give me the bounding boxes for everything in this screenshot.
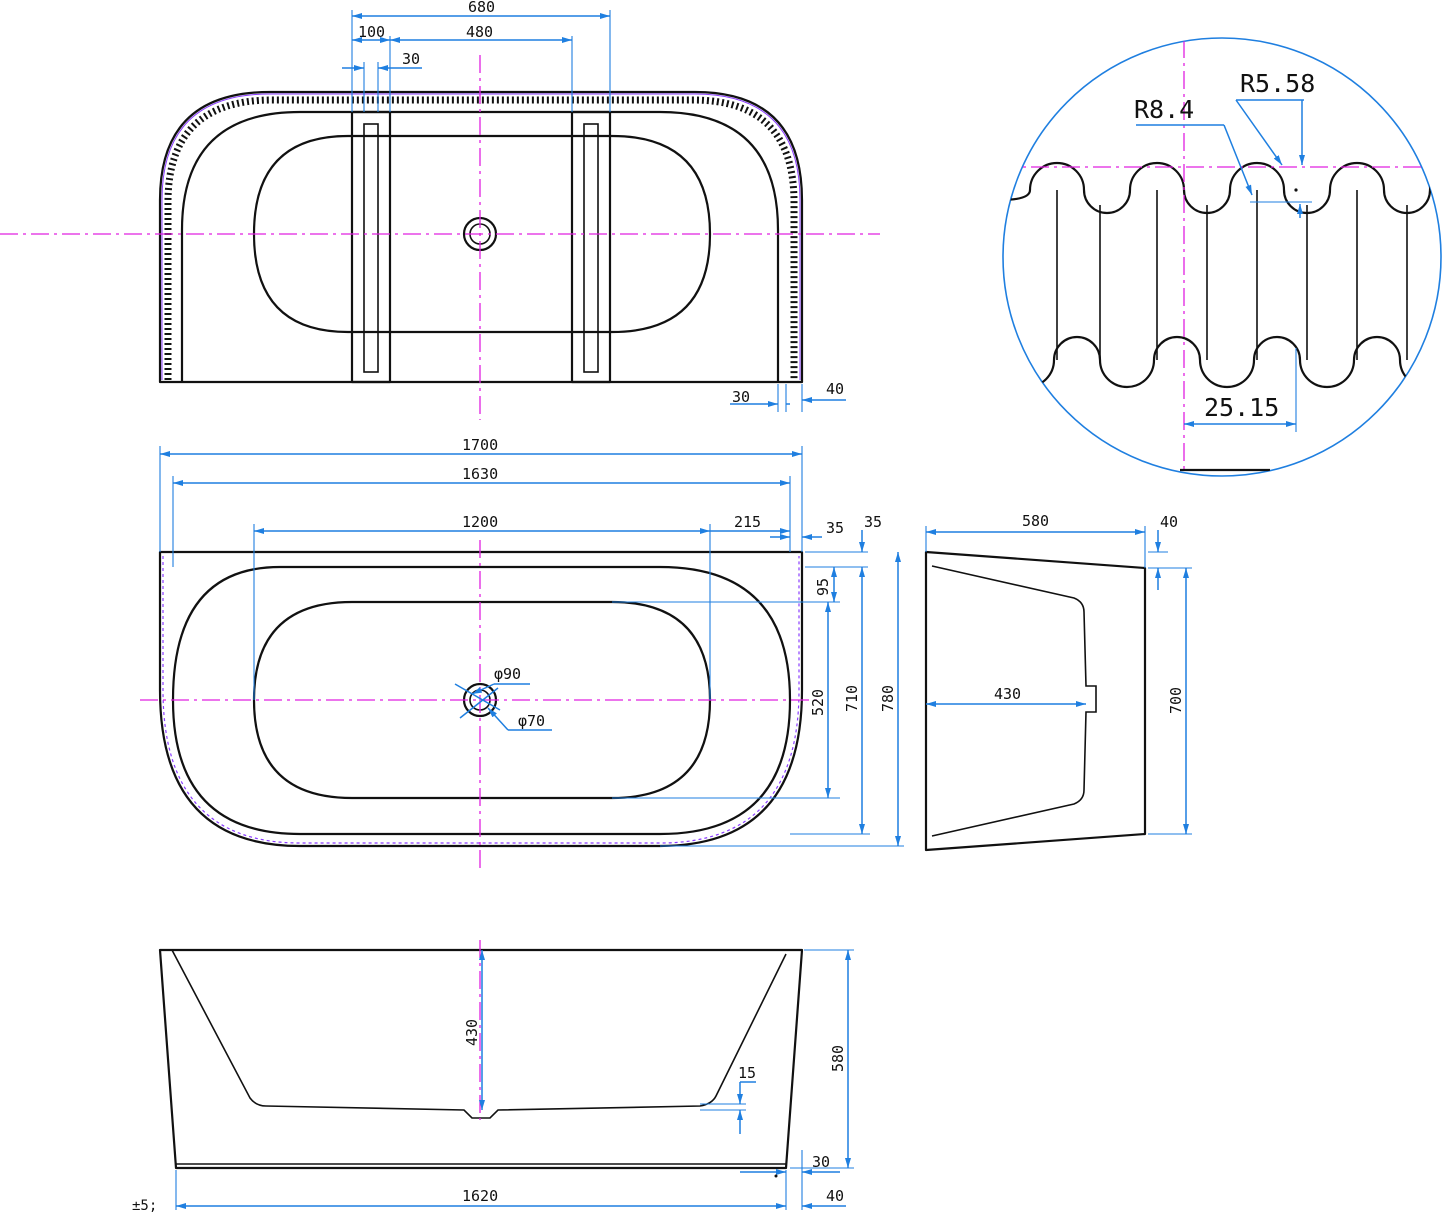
plan-view-dim-95: 95: [814, 578, 832, 596]
top-view-dim-30: 30: [402, 50, 420, 68]
top-view-dim-40: 40: [826, 380, 844, 398]
plan-view: 1700 1630 1200 215 35 35 95 520 710 780: [140, 436, 904, 870]
top-view-bar-right: [570, 110, 612, 384]
side-view-dim-15: 15: [738, 1064, 756, 1082]
plan-view-dim-520: 520: [809, 689, 827, 716]
plan-view-dim-710: 710: [843, 685, 861, 712]
top-view-fluted-edge: [164, 96, 798, 380]
side-view-dim-40: 40: [826, 1187, 844, 1205]
side-view-dim-30: 30: [812, 1153, 830, 1171]
end-view-dim-40: 40: [1160, 513, 1178, 531]
end-view-dim-700: 700: [1167, 687, 1185, 714]
detail-pitch: 25.15: [1204, 393, 1279, 422]
side-view-outline: [158, 948, 804, 1170]
plan-view-fluted-edge: [162, 556, 800, 844]
plan-view-dim-1200: 1200: [462, 513, 498, 531]
flute-detail: R8.4 R5.58 25.15: [1002, 37, 1442, 477]
plan-view-dim-1630: 1630: [462, 465, 498, 483]
side-view-inner: [171, 949, 787, 1119]
top-view-dim-480: 480: [466, 23, 493, 41]
plan-view-rim-inner: [171, 565, 792, 836]
top-view: 680 100 480 30 30 40: [0, 0, 880, 420]
end-view: 580 40 430 700: [924, 512, 1192, 852]
end-view-dim-430: 430: [994, 685, 1021, 703]
top-view-fluted-edge-purple: [161, 93, 801, 380]
plan-view-dim-1700: 1700: [462, 436, 498, 454]
top-view-bar-right-inner: [583, 123, 599, 373]
side-view: 430 15 580 30 1620 40 ±5;: [132, 940, 854, 1213]
end-view-inner: [931, 565, 1097, 837]
side-view-dim-430: 430: [463, 1019, 481, 1046]
top-view-basin: [252, 134, 712, 334]
top-view-outer-outline: [158, 90, 804, 384]
plan-view-phi90: φ90: [494, 665, 521, 683]
top-view-dim-100: 100: [358, 23, 385, 41]
top-view-dim-680: 680: [468, 0, 495, 16]
plan-view-dim-35a: 35: [826, 519, 844, 537]
plan-view-dim-35b: 35: [864, 513, 882, 531]
plan-view-dim-215: 215: [734, 513, 761, 531]
end-view-dim-580: 580: [1022, 512, 1049, 530]
top-view-bar-left: [350, 110, 392, 384]
end-view-outline: [924, 550, 1147, 852]
detail-flute-top: [1003, 161, 1441, 215]
detail-circle: [1002, 37, 1442, 477]
detail-flute-bottom: [1003, 335, 1441, 389]
detail-radius-small: R5.58: [1240, 69, 1315, 98]
side-view-dim-580: 580: [829, 1045, 847, 1072]
side-view-tolerance: ±5;: [132, 1198, 157, 1213]
detail-radius-large: R8.4: [1134, 95, 1194, 124]
plan-view-dim-780: 780: [879, 685, 897, 712]
plan-view-phi70: φ70: [518, 712, 545, 730]
top-view-bar-left-inner: [363, 123, 379, 373]
side-view-dim-1620: 1620: [462, 1187, 498, 1205]
top-view-dim-30-bottom: 30: [732, 388, 750, 406]
